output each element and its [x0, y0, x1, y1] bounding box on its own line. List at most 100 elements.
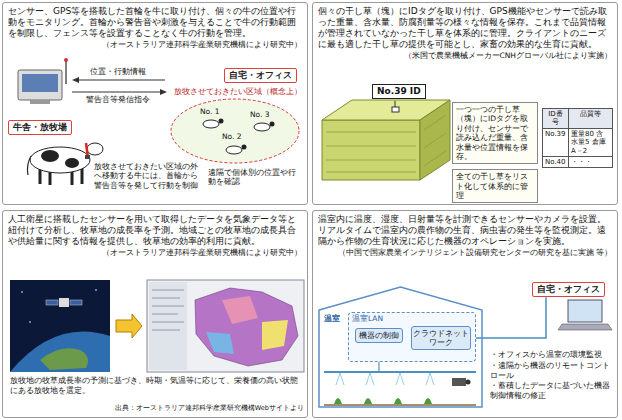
antenna-tip [64, 58, 68, 62]
cow-leg [81, 168, 84, 184]
note-text: 遠隔で個体別の位置や行動を確認 [208, 168, 302, 187]
info-arrowhead [72, 77, 79, 83]
note-text: 放牧地の牧草成長率の予測に基づき、時期・気温等に応じて、栄養価の高い状態にある放… [10, 376, 302, 396]
location-box: 自宅・オフィス [224, 68, 297, 83]
id-tag [392, 107, 399, 112]
panel-description: 温室内に温度、湿度、日射量等を計測できるセンサーやカメラを設置。リアルタイムで温… [313, 211, 617, 247]
star [21, 291, 23, 293]
map-sidebar-lines [152, 290, 184, 330]
id-tag-box: No.39 ID [372, 84, 426, 99]
panel-description: センサー、GPS等を搭載した首輪を牛に取り付け、個々の牛の位置や行動をモニタリン… [3, 3, 307, 39]
node-text: 自宅・オフィス [229, 70, 292, 81]
mini-cow-head [270, 122, 275, 127]
command-arrow [72, 91, 161, 92]
source-note: （オーストラリア連邦科学産業研究機構により研究中） [3, 39, 307, 50]
signal-label: 位置・行動情報 [90, 67, 146, 77]
node-text: 機器の制御 [357, 331, 401, 340]
map-sidebar [149, 282, 187, 370]
bullet-item: ・蓄積したデータに基づいた機器制御情報の修正 [490, 381, 616, 401]
node-text: 温室LAN [352, 314, 472, 323]
mini-cow-head [242, 145, 247, 150]
table-cell: ・・・ [569, 157, 613, 168]
bullet-list: ・オフィスから温室の環境監視・遠隔から機器のリモートコントロール・蓄積したデータ… [490, 350, 616, 402]
zone-outline [171, 99, 299, 163]
satellite-panel [46, 300, 58, 305]
map-window [147, 280, 304, 372]
zone-label: 放牧させておきたい区域（概念上） [174, 87, 302, 96]
laptop-screen [568, 300, 602, 322]
source-note: （オーストラリア連邦科学産業研究機構により研究中） [3, 247, 307, 258]
panel-description: 人工衛星に搭載したセンサーを用いて取得したデータを気象データ等と紐付けて分析し、… [3, 211, 307, 247]
table-cell: No.40 [543, 157, 569, 168]
callout-number: No. 3 [250, 110, 270, 119]
straw-lines [326, 115, 446, 172]
laptop-base [558, 324, 612, 330]
flow-arrow [116, 314, 142, 338]
table-header: 品質等 [569, 109, 613, 129]
antenna [65, 60, 67, 84]
satellite-photo [10, 280, 110, 372]
source-note: （米国で農業機械メーカーCNHグローバル社により実施） [313, 50, 617, 61]
greenhouse-shape [319, 287, 482, 407]
callout-number: No. 1 [200, 107, 220, 116]
sprinkler-pipe [324, 371, 476, 373]
sprays [336, 373, 434, 385]
map-region [195, 288, 298, 366]
greenhouse: 温室温室LAN機器の制御クラウドネットワーク [318, 286, 483, 408]
camera [452, 378, 466, 386]
callout-number: No. 2 [222, 132, 242, 141]
plants [334, 398, 432, 404]
cow-spot [65, 158, 79, 168]
lan-region: 温室LAN 機器の制御 クラウドネットワーク [348, 312, 476, 362]
table-cell: 重量80 含水量5 倉庫A－2 [569, 129, 613, 157]
info-arrow [78, 79, 165, 80]
callout-box: 全ての干し草をリスト化して体系的に管理 [452, 169, 538, 203]
map-patch [206, 332, 234, 354]
node-text: 自宅・オフィス [537, 284, 600, 295]
node-text: No.39 ID [377, 86, 421, 97]
star [95, 289, 97, 291]
soil [324, 404, 476, 406]
source-credit: 出典：オーストラリア連邦科学産業研究機構Webサイトより [110, 404, 304, 412]
node-text: 一つ一つの干し草（塊）にIDタグを取り付け、センサーで読み込んだ重量、含水量や位… [456, 105, 534, 161]
camera-lens [466, 380, 471, 385]
signal-label: 警告音等発信指令 [86, 95, 150, 105]
location-box: 牛舎・放牧場 [8, 120, 72, 135]
device-box: クラウドネットワーク [411, 326, 471, 350]
map-patch [222, 296, 258, 324]
pc-stand [30, 100, 50, 104]
star [29, 321, 31, 323]
node-text: 牛舎・放牧場 [13, 122, 67, 133]
bale-side [420, 100, 450, 180]
panel-description: 個々の干し草（塊）にIDタグを取り付け、GPS機能やセンサーで読み取った重量、含… [313, 3, 617, 50]
command-arrowhead [160, 89, 167, 95]
quality-table: ID番号品質等No.39重量80 含水量5 倉庫A－2No.40・・・ [542, 108, 613, 168]
mini-cow [254, 123, 270, 131]
pc-screen [22, 74, 58, 92]
device-box: 機器の制御 [355, 328, 403, 343]
earth [10, 332, 110, 373]
map-patch [262, 320, 288, 350]
pc-body [18, 70, 62, 100]
satellite-body [59, 298, 69, 307]
bullet-item: ・遠隔から機器のリモートコントロール [490, 361, 616, 381]
mini-cow-head [219, 119, 224, 124]
mini-cow [226, 146, 242, 154]
cow-body [30, 147, 90, 173]
source-note: （中国で国家農業インテリジェント設備研究センターの研究を基に実施 等） [313, 247, 617, 258]
bullet-item: ・オフィスから温室の環境監視 [490, 350, 616, 360]
table-cell: No.39 [543, 129, 569, 157]
table-header: ID番号 [543, 109, 569, 129]
note-text: 放牧させておきたい区域の外へ移動する牛には、首輪から警告音等を発して行動を制御 [94, 162, 202, 190]
callout-box: 一つ一つの干し草（塊）にIDタグを取り付け、センサーで読み込んだ重量、含水量や位… [452, 102, 538, 164]
cow-spot [41, 150, 59, 162]
tag-leader [395, 101, 396, 107]
bale-front [322, 120, 420, 180]
earth-land [40, 348, 88, 370]
cow-head [87, 143, 103, 155]
collar-sensor [85, 155, 90, 159]
node-text: クラウドネットワーク [413, 329, 469, 347]
node-text: 全ての干し草をリスト化して体系的に管理 [456, 172, 534, 200]
case-panel: 個々の干し草（塊）にIDタグを取り付け、GPS機能やセンサーで読み取った重量、含… [312, 2, 618, 205]
